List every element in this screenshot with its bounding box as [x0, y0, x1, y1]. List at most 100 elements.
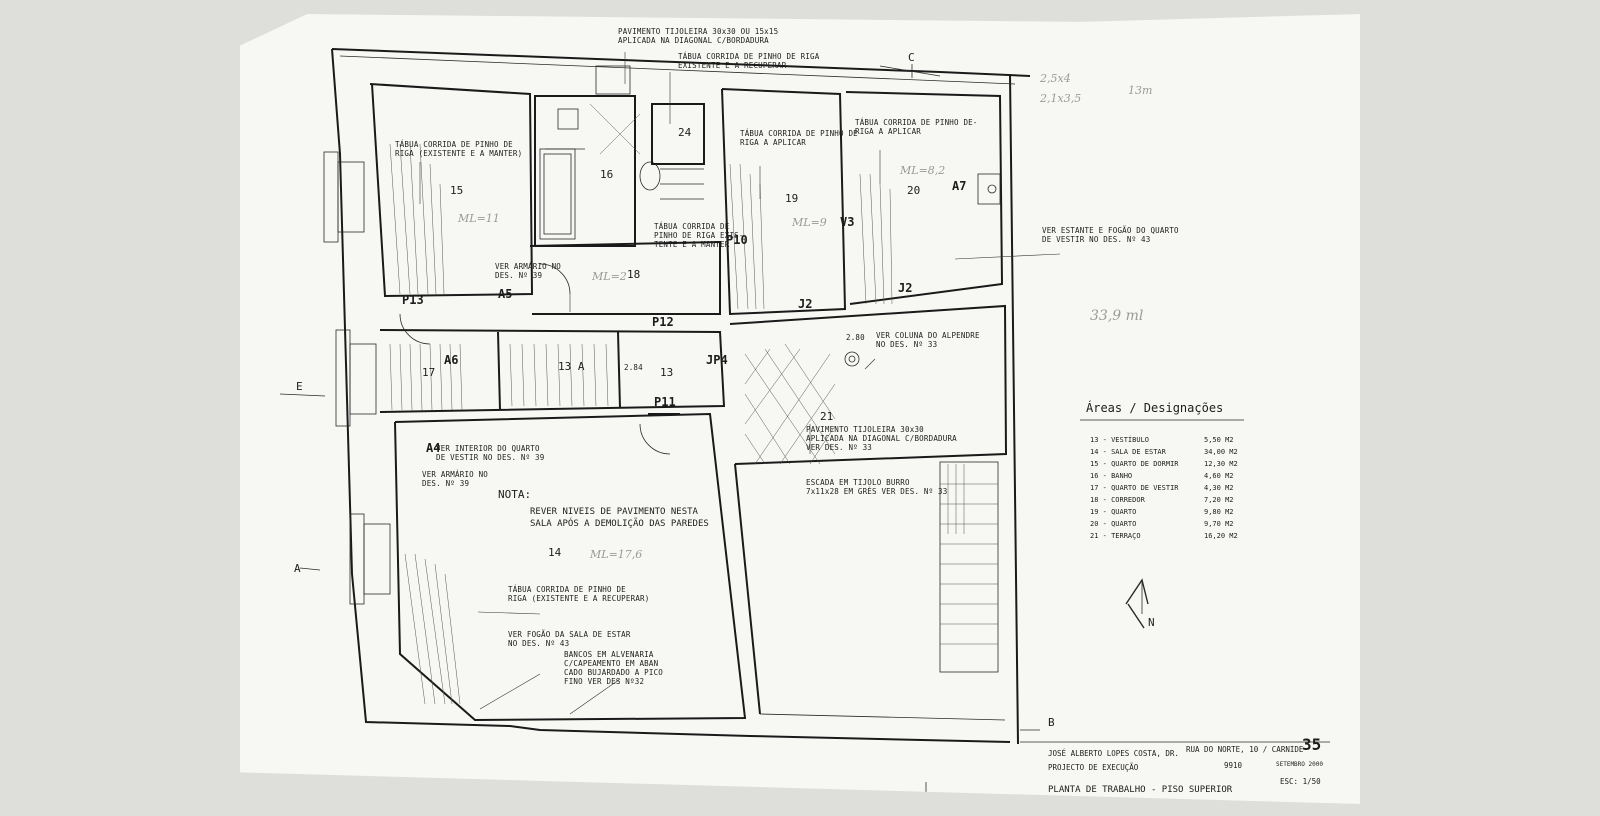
note-armario-b-2: DES. Nº 39 — [422, 479, 469, 488]
note-armario-b: VER ARMÁRIO NO — [422, 470, 488, 479]
pencil-ml-14: ML=17,6 — [589, 548, 642, 561]
note-fogao-2: NO DES. Nº 43 — [508, 639, 569, 648]
note-room20-tabua-2: RIGA A APLICAR — [855, 127, 921, 136]
note-left-tabua-2: RIGA (EXISTENTE E A MANTER) — [395, 149, 522, 158]
area-name: 15 - QUARTO DE DORMIR — [1090, 460, 1179, 468]
title-block: JOSÉ ALBERTO LOPES COSTA, DR. RUA DO NOR… — [1020, 735, 1330, 795]
tag-a5: A5 — [498, 287, 512, 301]
note-coluna-2: NO DES. Nº 33 — [876, 340, 937, 349]
titleblock-title: PLANTA DE TRABALHO - PISO SUPERIOR — [1048, 785, 1233, 795]
tag-p11: P11 — [654, 395, 676, 409]
note-interior-2: DE VESTIR NO DES. Nº 39 — [436, 453, 544, 462]
stair-treads — [940, 464, 998, 645]
titleblock-scale: ESC: 1/50 — [1280, 777, 1321, 786]
area-value: 4,60 M2 — [1204, 472, 1234, 480]
pencil-ml-18: ML=2 — [591, 270, 627, 283]
section-label-d: D — [930, 792, 937, 804]
level-mark-1: 2.80 — [846, 333, 865, 342]
room-19: 19 — [785, 192, 798, 205]
note-bancos-4: FINO VER DES Nº32 — [564, 677, 644, 686]
area-value: 9,80 M2 — [1204, 508, 1234, 516]
area-name: 13 - VESTÍBULO — [1090, 435, 1149, 444]
note-escada-2: 7x11x28 EM GRÉS VER DES. Nº 33 — [806, 487, 947, 496]
note-pav21-3: VER DES. Nº 33 — [806, 443, 872, 452]
tag-a7: A7 — [952, 179, 966, 193]
tag-v3: V3 — [840, 215, 854, 229]
room-14: 14 — [548, 546, 562, 559]
titleblock-address: RUA DO NORTE, 10 / CARNIDE — [1186, 745, 1304, 754]
area-value: 5,50 M2 — [1204, 436, 1234, 444]
north-arrow-icon — [1125, 578, 1149, 629]
note-top-pavement: PAVIMENTO TIJOLEIRA 30x30 OU 15x15 — [618, 27, 778, 36]
drawing-sheet: C D E A B PAVIMENTO TIJOLEIRA 30x30 OU 1… — [240, 14, 1360, 804]
note-fogao: VER FOGÃO DA SALA DE ESTAR — [508, 630, 631, 639]
room-15: 15 — [450, 184, 463, 197]
interior-walls — [369, 83, 1008, 722]
area-name: 16 - BANHO — [1090, 472, 1132, 480]
note-bancos: BANCOS EM ALVENARIA — [564, 650, 654, 659]
room-13: 13 — [660, 366, 673, 379]
room-13a: 13 A — [558, 360, 585, 373]
tag-jp4: JP4 — [706, 353, 728, 367]
room-16: 16 — [600, 168, 613, 181]
note-estante-2: DE VESTIR NO DES. Nº 43 — [1042, 235, 1150, 244]
area-value: 7,20 M2 — [1204, 496, 1234, 504]
room-numbers: 15 16 24 19 20 18 17 13 A 13 21 14 — [422, 126, 920, 559]
titleblock-code: 9910 — [1224, 761, 1243, 770]
window-marks — [323, 151, 671, 605]
note-room19-tabua: TÁBUA CORRIDA DE PINHO DE — [740, 129, 858, 138]
pencil-dim-3: 13m — [1128, 84, 1152, 97]
tag-j2-b: J2 — [898, 281, 912, 295]
note-coluna: VER COLUNA DO ALPENDRE — [876, 331, 980, 340]
note-estante: VER ESTANTE E FOGÃO DO QUARTO — [1042, 226, 1179, 235]
pencil-dim-2: 2,1x3,5 — [1039, 92, 1081, 105]
note-mid-tabua: TÁBUA CORRIDA DE — [654, 222, 730, 231]
note-top-tabua: TÁBUA CORRIDA DE PINHO DE RIGA — [678, 52, 820, 61]
level-mark-2: 2.84 — [624, 363, 643, 372]
section-markers — [279, 64, 1040, 796]
area-value: 9,70 M2 — [1204, 520, 1234, 528]
element-tags: A4 A5 A6 A7 J2 J2 JP4 P10 P11 P12 P13 V3… — [402, 179, 966, 455]
room-21: 21 — [820, 410, 833, 423]
note-mid-tabua-3: TENTE E A MANTER — [654, 240, 730, 249]
note-room19-tabua-2: RIGA A APLICAR — [740, 138, 806, 147]
note-armario: VER ARMÁRIO NO — [495, 262, 561, 271]
note-sala-tabua: TÁBUA CORRIDA DE PINHO DE — [508, 585, 626, 594]
tag-a4: A4 — [426, 441, 440, 455]
note-sala-tabua-2: RIGA (EXISTENTE E A RECUPERAR) — [508, 594, 649, 603]
note-room20-tabua: TÁBUA CORRIDA DE PINHO DE- — [855, 118, 978, 127]
room-24: 24 — [678, 126, 692, 139]
titleblock-author: JOSÉ ALBERTO LOPES COSTA, DR. — [1048, 749, 1179, 758]
pencil-total: 33,9 ml — [1090, 308, 1143, 324]
area-name: 20 - QUARTO — [1090, 520, 1136, 528]
pencil-annotations: 2,5x4 2,1x3,5 13m 33,9 ml ML=11 ML=2 ML=… — [457, 72, 1152, 561]
area-value: 4,30 M2 — [1204, 484, 1234, 492]
section-label-e: E — [296, 380, 303, 393]
note-nota-title: NOTA: — [498, 488, 531, 501]
titleblock-sheet-number: 35 — [1302, 735, 1321, 754]
room-17: 17 — [422, 366, 435, 379]
titleblock-project: PROJECTO DE EXECUÇÃO — [1048, 763, 1139, 772]
note-nota-1: REVER NIVEIS DE PAVIMENTO NESTA — [530, 507, 699, 517]
note-interior: VER INTERIOR DO QUARTO — [436, 444, 540, 453]
room-18: 18 — [627, 268, 640, 281]
note-nota-2: SALA APÓS A DEMOLIÇÃO DAS PAREDES — [530, 517, 709, 529]
pencil-ml-20: ML=8,2 — [899, 164, 945, 177]
tag-a6: A6 — [444, 353, 458, 367]
column-marks — [595, 65, 1001, 367]
note-pav21-2: APLICADA NA DIAGONAL C/BORDADURA — [806, 434, 957, 443]
tile-pattern — [589, 103, 836, 465]
floorboard-hatch — [389, 143, 893, 705]
tag-p10: P10 — [726, 233, 748, 247]
area-name: 14 - SALA DE ESTAR — [1090, 448, 1167, 456]
areas-rows: 13 - VESTÍBULO 5,50 M2 14 - SALA DE ESTA… — [1090, 435, 1238, 540]
note-mid-tabua-2: PINHO DE RIGA EXIS- — [654, 231, 744, 240]
building-outline — [331, 48, 1031, 745]
drawing-notes: PAVIMENTO TIJOLEIRA 30x30 OU 15x15 APLIC… — [395, 27, 1179, 686]
pencil-dim-1: 2,5x4 — [1039, 72, 1071, 85]
section-label-c: C — [908, 51, 915, 64]
tag-p12: P12 — [652, 315, 674, 329]
tag-j2-a: J2 — [798, 297, 812, 311]
pencil-ml-15: ML=11 — [457, 212, 500, 225]
note-bancos-3: CADO BUJARDADO A PICO — [564, 668, 663, 677]
